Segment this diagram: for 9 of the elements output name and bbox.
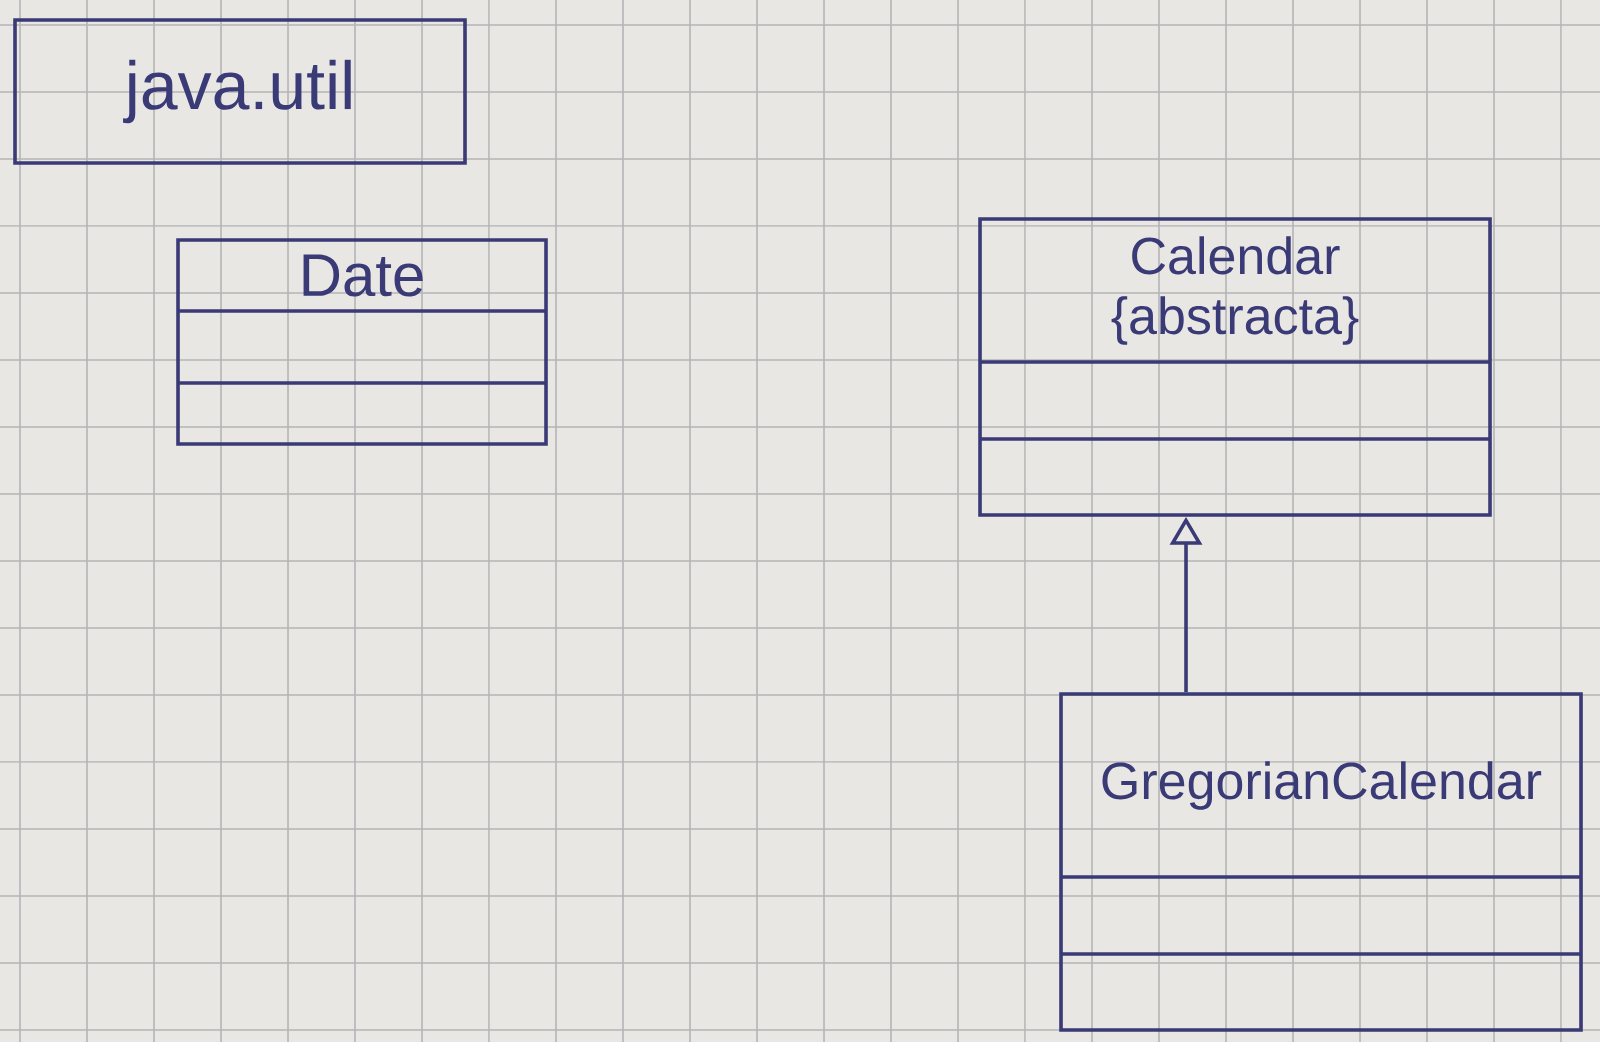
class-name: Calendar [1132,236,1340,275]
class-box [1059,692,1583,1032]
package-box [13,18,467,165]
class-name: Date [303,254,423,297]
class-name: GregorianCalendar [1102,761,1542,810]
class-name: java.util [123,59,351,124]
stereotype-text: {abstracta} [1111,296,1359,345]
class-box [176,238,548,446]
class-box [978,217,1492,517]
